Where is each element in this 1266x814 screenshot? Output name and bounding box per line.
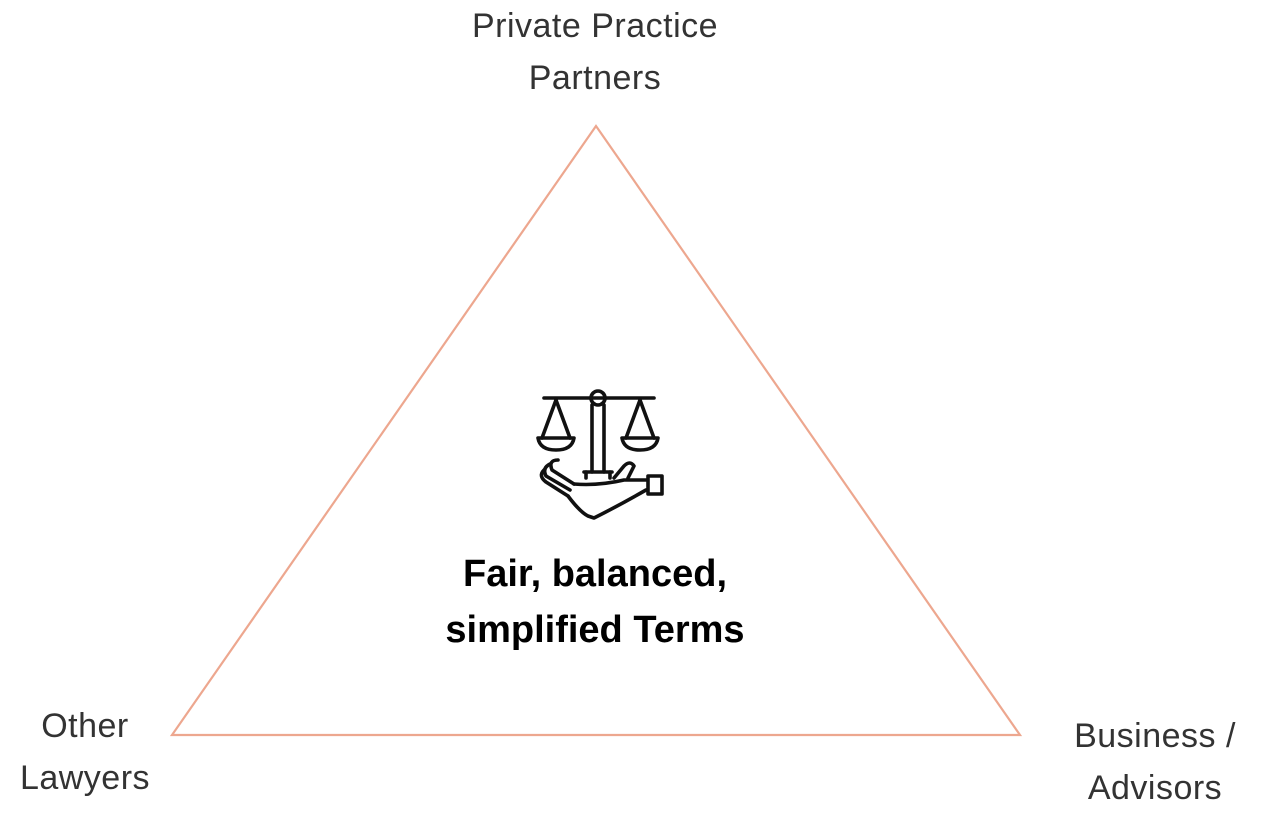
vertex-label-top-line1: Private Practice <box>471 7 719 45</box>
center-statement-line2: simplified Terms <box>445 609 745 651</box>
vertex-label-right: Business / Advisors <box>1050 710 1260 814</box>
vertex-label-right-line1: Business / <box>1074 717 1236 755</box>
vertex-label-top: Private Practice Partners <box>445 0 745 104</box>
vertex-label-left: Other Lawyers <box>10 700 160 804</box>
vertex-label-right-line2: Advisors <box>1087 769 1223 807</box>
center-statement-line1: Fair, balanced, <box>463 553 727 595</box>
vertex-label-left-line2: Lawyers <box>19 759 151 797</box>
vertex-label-top-line2: Partners <box>528 59 662 97</box>
scales-of-justice-in-hand-icon <box>536 389 664 520</box>
center-statement: Fair, balanced, simplified Terms <box>370 546 820 658</box>
triangle-outline <box>169 124 1023 737</box>
vertex-label-left-line1: Other <box>41 707 129 745</box>
